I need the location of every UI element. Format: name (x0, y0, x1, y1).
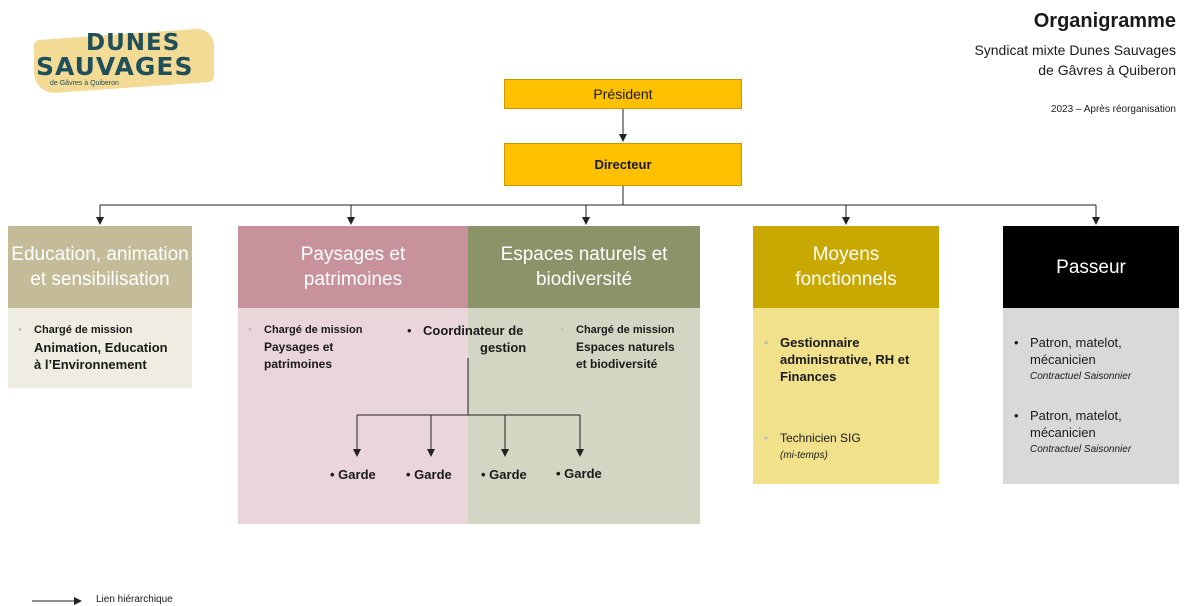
moyens-body (753, 308, 939, 484)
espaces-item-line1: Chargé de mission (576, 324, 675, 336)
logo-line1: DUNES (86, 30, 181, 56)
bullet-icon: • (407, 323, 412, 338)
bullet-icon: • (248, 324, 252, 336)
moyens-item1-line2: administrative, RH et (780, 352, 910, 367)
passeur-item1-line2: mécanicien (1030, 352, 1096, 367)
education-item-line1: Chargé de mission (34, 324, 133, 336)
moyens-item2-line2: (mi-temps) (780, 450, 828, 461)
president-box: Président (504, 79, 742, 109)
passeur-body (1003, 308, 1179, 484)
education-header: Education, animation et sensibilisation (8, 226, 192, 308)
legend-label: Lien hiérarchique (96, 594, 173, 605)
garde-1: • Garde (330, 467, 376, 482)
bullet-icon: • (1014, 335, 1019, 350)
page-subtitle-1: Syndicat mixte Dunes Sauvages (974, 42, 1176, 58)
garde-3: • Garde (481, 467, 527, 482)
coordinateur-line1: Coordinateur de (423, 323, 524, 338)
passeur-item-2: • Patron, matelot, mécanicien Contractue… (1014, 407, 1132, 458)
moyens-item1-line1: Gestionnaire (780, 335, 860, 350)
date-line: 2023 – Après réorganisation (1050, 104, 1176, 115)
espaces-body (468, 308, 700, 524)
bullet-icon: • (764, 431, 769, 445)
passeur-item2-line3: Contractuel Saisonnier (1030, 444, 1132, 455)
espaces-item-line2: Espaces naturels (576, 340, 675, 354)
moyens-item-2: • Technicien SIG (mi-temps) (764, 430, 861, 464)
page-title: Organigramme (1033, 10, 1176, 32)
moyens-item2-line1: Technicien SIG (780, 431, 861, 445)
coordinateur-item: • Coordinateur de gestion (407, 322, 527, 356)
passeur-header: Passeur (1003, 226, 1179, 308)
logo-line2: SAUVAGES (36, 52, 194, 81)
moyens-header: Moyens fonctionnels (753, 226, 939, 308)
education-item: • Chargé de mission Animation, Education… (18, 322, 168, 373)
espaces-header: Espaces naturels et biodiversité (468, 226, 700, 308)
education-item-line2: Animation, Education (34, 340, 168, 355)
education-item-line3: à l’Environnement (34, 357, 147, 372)
page-subtitle-2: de Gâvres à Quiberon (1038, 62, 1176, 78)
education-body (8, 308, 192, 388)
paysages-item-line2: Paysages et (264, 340, 334, 354)
directeur-box: Directeur (504, 143, 742, 186)
paysages-item-line3: patrimoines (264, 357, 333, 371)
passeur-item2-line2: mécanicien (1030, 425, 1096, 440)
bullet-icon: • (764, 335, 769, 350)
espaces-item: • Chargé de mission Espaces naturels et … (560, 322, 675, 373)
paysages-item: • Chargé de mission Paysages et patrimoi… (248, 322, 363, 373)
passeur-item1-line3: Contractuel Saisonnier (1030, 371, 1132, 382)
logo: DUNES SAUVAGES de Gâvres à Quiberon (28, 24, 218, 95)
directeur-label: Directeur (594, 157, 652, 172)
bullet-icon: • (1014, 408, 1019, 423)
paysages-item-line1: Chargé de mission (264, 324, 363, 336)
espaces-item-line3: et biodiversité (576, 357, 658, 371)
passeur-item-1: • Patron, matelot, mécanicien Contractue… (1014, 334, 1132, 385)
passeur-item1-line1: Patron, matelot, (1030, 335, 1122, 350)
paysages-body (238, 308, 468, 524)
paysages-header: Paysages et patrimoines (238, 226, 468, 308)
passeur-title: Passeur (1056, 256, 1126, 278)
moyens-item1-line3: Finances (780, 369, 837, 384)
bullet-icon: • (560, 324, 564, 336)
moyens-item-1: • Gestionnaire administrative, RH et Fin… (764, 334, 910, 385)
coordinateur-line2: gestion (480, 340, 527, 355)
bullet-icon: • (18, 324, 22, 336)
moyens-title: Moyens fonctionnels (795, 244, 897, 290)
logo-line3: de Gâvres à Quiberon (50, 80, 119, 87)
espaces-title: Espaces naturels et biodiversité (500, 244, 668, 290)
education-title: Education, animation et sensibilisation (11, 244, 189, 290)
president-label: Président (593, 86, 653, 102)
garde-4: • Garde (556, 466, 602, 481)
passeur-item2-line1: Patron, matelot, (1030, 408, 1122, 423)
garde-2: • Garde (406, 467, 452, 482)
paysages-title: Paysages et patrimoines (300, 244, 406, 290)
